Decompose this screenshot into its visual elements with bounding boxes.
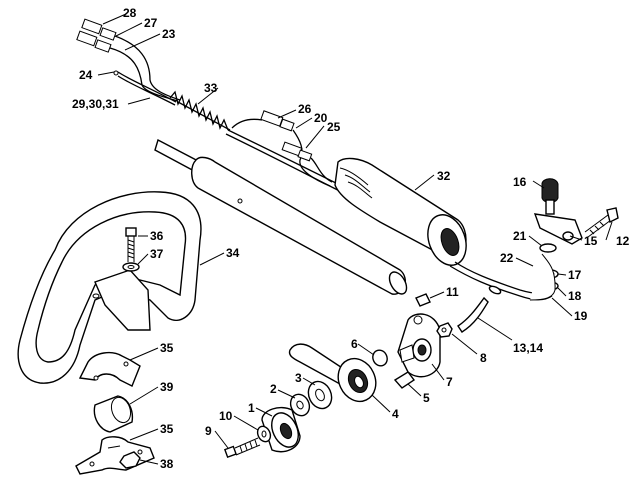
label-16: 16	[513, 175, 527, 189]
knob-16	[541, 178, 559, 215]
spring-coil-33	[169, 90, 231, 131]
shaft-tube	[154, 138, 408, 295]
shaft-tube-end	[388, 271, 408, 295]
label-25: 25	[327, 120, 341, 134]
label-2: 2	[270, 382, 277, 396]
label-4: 4	[392, 407, 399, 421]
connector-26b	[279, 118, 295, 132]
connector-28b	[76, 30, 98, 47]
label-34: 34	[226, 246, 240, 260]
label-12: 12	[616, 234, 630, 248]
label-29-30-31: 29,30,31	[72, 97, 119, 111]
label-28: 28	[123, 6, 137, 20]
label-36: 36	[150, 229, 164, 243]
drive-tube-bore	[440, 228, 460, 256]
label-39: 39	[160, 380, 174, 394]
switch-housing-7	[397, 313, 441, 378]
wire-end-24	[113, 70, 119, 76]
drive-tube-32	[334, 157, 553, 301]
label-23: 23	[162, 27, 176, 41]
connector-26	[260, 110, 284, 127]
bracket-15	[533, 213, 583, 245]
screw-9	[223, 437, 261, 459]
connector-27	[99, 27, 117, 41]
label-32: 32	[437, 169, 451, 183]
contact-5	[393, 371, 416, 389]
wire-terminal	[488, 285, 502, 295]
label-24: 24	[79, 68, 93, 82]
wire-26-lead	[231, 118, 263, 129]
spring-6	[372, 349, 388, 367]
label-15: 15	[584, 234, 598, 248]
washer-21	[539, 243, 557, 253]
shaft-hole	[237, 198, 243, 204]
label-38: 38	[160, 457, 174, 471]
screw-12	[584, 207, 619, 238]
label-13-14: 13,14	[513, 341, 543, 355]
housing-4	[337, 357, 377, 403]
insert-11	[415, 293, 431, 307]
part-labels: 28 27 23 24 29,30,31 33 26 20 25 32 16 1…	[72, 6, 630, 471]
label-20: 20	[314, 111, 328, 125]
label-18: 18	[568, 289, 582, 303]
sleeve-39	[93, 395, 134, 433]
connector-28	[81, 18, 103, 35]
screw-36	[125, 227, 137, 262]
loop-handle-34	[17, 191, 202, 384]
nut-38	[119, 451, 141, 469]
label-22: 22	[500, 251, 514, 265]
leader-lines	[97, 13, 613, 465]
wire-a	[114, 35, 181, 101]
label-8: 8	[480, 351, 487, 365]
label-6: 6	[351, 337, 358, 351]
wire-25	[310, 157, 333, 183]
label-3: 3	[295, 371, 302, 385]
label-5: 5	[423, 391, 430, 405]
label-35-top: 35	[160, 341, 174, 355]
label-7: 7	[446, 375, 453, 389]
bracket-13-14	[457, 296, 489, 333]
nut-8	[436, 322, 453, 338]
wire-20	[292, 129, 331, 187]
wire-d	[117, 75, 176, 106]
clamp-35-bottom	[75, 436, 155, 475]
label-10: 10	[219, 409, 233, 423]
wire-b	[109, 47, 179, 102]
clamp-35-top	[78, 351, 141, 387]
label-21: 21	[513, 229, 527, 243]
label-17: 17	[568, 268, 582, 282]
handle-hole	[92, 293, 100, 299]
label-33: 33	[204, 81, 218, 95]
label-35-bottom: 35	[160, 422, 174, 436]
label-19: 19	[574, 309, 588, 323]
connector-25b	[297, 149, 313, 162]
label-27: 27	[144, 16, 158, 30]
label-9: 9	[205, 424, 212, 438]
cable-22	[529, 253, 556, 301]
housing-1	[261, 406, 301, 453]
label-11: 11	[446, 285, 459, 299]
label-1: 1	[248, 401, 255, 415]
label-37: 37	[150, 247, 164, 261]
label-26: 26	[298, 102, 312, 116]
connector-27b	[94, 39, 112, 53]
wire-c	[117, 71, 177, 103]
